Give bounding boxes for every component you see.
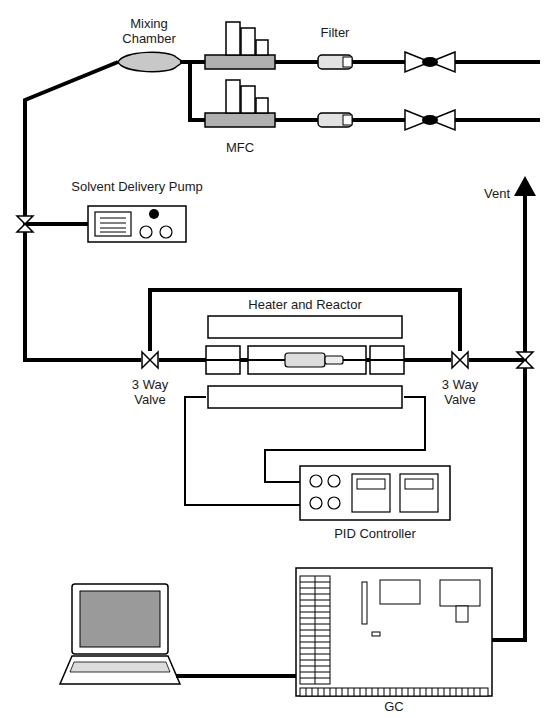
pump-knob bbox=[140, 226, 152, 238]
gc-base-ticks bbox=[306, 688, 480, 696]
mfc-tower bbox=[226, 22, 240, 55]
filter: Filter bbox=[318, 54, 352, 70]
pid-knob bbox=[310, 497, 322, 509]
gc-panel bbox=[440, 580, 480, 606]
heater-reactor: Heater and Reactor bbox=[206, 316, 404, 408]
pump-knob bbox=[160, 226, 172, 238]
three-way-valve: 3 Way Valve bbox=[451, 351, 469, 369]
gc-base bbox=[300, 688, 488, 696]
pid-knob bbox=[310, 475, 322, 487]
component-label: Solvent Delivery Pump bbox=[71, 179, 203, 194]
laptop-base bbox=[60, 656, 180, 684]
needle-valve-core bbox=[422, 115, 438, 125]
component-label: MFC bbox=[226, 140, 254, 155]
signal-wire bbox=[265, 397, 425, 482]
mfc-tower bbox=[256, 40, 268, 55]
reactor-tube bbox=[325, 356, 343, 364]
flow-pipe bbox=[159, 358, 206, 362]
mixing-chamber: Mixing Chamber bbox=[118, 52, 180, 72]
flow-pipe bbox=[180, 62, 205, 120]
mfc-tower bbox=[256, 98, 268, 113]
gc-panel bbox=[380, 580, 420, 604]
mixing-chamber-shape bbox=[118, 52, 183, 71]
three-way-valve bbox=[142, 352, 158, 368]
mfc-plate bbox=[205, 55, 275, 69]
flow-pipe bbox=[404, 358, 451, 362]
heater-bar bbox=[208, 316, 402, 338]
four-way-valve bbox=[517, 352, 533, 368]
vent-line bbox=[523, 194, 527, 368]
pid-display bbox=[400, 474, 438, 512]
gas-line bbox=[190, 62, 540, 120]
needle-valve bbox=[405, 52, 455, 130]
gas-chromatograph: GC bbox=[296, 568, 492, 696]
flow-label: Vent bbox=[484, 186, 510, 201]
pump-knob bbox=[149, 209, 159, 219]
flow-pipe bbox=[25, 62, 141, 360]
pid-box bbox=[300, 466, 450, 520]
gc-grill bbox=[300, 576, 330, 684]
reactor-tube bbox=[285, 353, 325, 367]
pump-box bbox=[88, 206, 186, 242]
mfc-tower bbox=[226, 80, 240, 113]
mfc-tower bbox=[241, 28, 255, 55]
flow-pipe bbox=[150, 290, 460, 351]
solvent-pump: Solvent Delivery Pump bbox=[88, 206, 186, 242]
component-label: GC bbox=[384, 699, 404, 714]
mfc-tower bbox=[241, 86, 255, 113]
heater-bar bbox=[208, 386, 402, 408]
pump-display bbox=[95, 212, 131, 236]
pid-knob bbox=[328, 497, 340, 509]
needle-valve-core bbox=[422, 57, 438, 67]
three-way-valve: 3 Way Valve bbox=[141, 351, 159, 369]
filter-cap bbox=[343, 57, 352, 67]
gc-grill-lines bbox=[300, 576, 330, 684]
pid-screen bbox=[405, 479, 433, 489]
filter-cap bbox=[343, 115, 352, 125]
flow-pipe bbox=[25, 224, 141, 360]
laptop-screen bbox=[72, 584, 168, 654]
component-label: Heater and Reactor bbox=[248, 297, 361, 312]
pid-screen bbox=[357, 479, 385, 489]
gc-box bbox=[296, 568, 492, 696]
flow-pipe bbox=[469, 360, 525, 640]
data-cable bbox=[176, 674, 296, 678]
component-label: Filter bbox=[321, 25, 350, 40]
filter-body bbox=[318, 55, 352, 69]
component-label: 3 Way Valve bbox=[125, 377, 175, 407]
gc-panel bbox=[372, 632, 380, 636]
pid-knob bbox=[328, 475, 340, 487]
gc-panel bbox=[362, 582, 367, 624]
filter-body bbox=[318, 113, 352, 127]
three-way-valve bbox=[452, 352, 468, 368]
four-way-valve bbox=[17, 216, 33, 232]
mass-flow-controller: MFC bbox=[205, 78, 275, 128]
laptop-display bbox=[80, 591, 160, 647]
component-label: 3 Way Valve bbox=[435, 377, 485, 407]
pid-controller: PID Controller bbox=[300, 466, 450, 520]
component-label: Mixing Chamber bbox=[116, 16, 182, 46]
component-label: PID Controller bbox=[334, 526, 416, 541]
gc-panel bbox=[456, 606, 468, 622]
laptop-keys bbox=[70, 662, 170, 672]
pump-display-lines bbox=[100, 218, 126, 232]
pid-display bbox=[352, 474, 390, 512]
vent-arrowhead bbox=[514, 176, 536, 196]
mfc-plate bbox=[205, 113, 275, 127]
